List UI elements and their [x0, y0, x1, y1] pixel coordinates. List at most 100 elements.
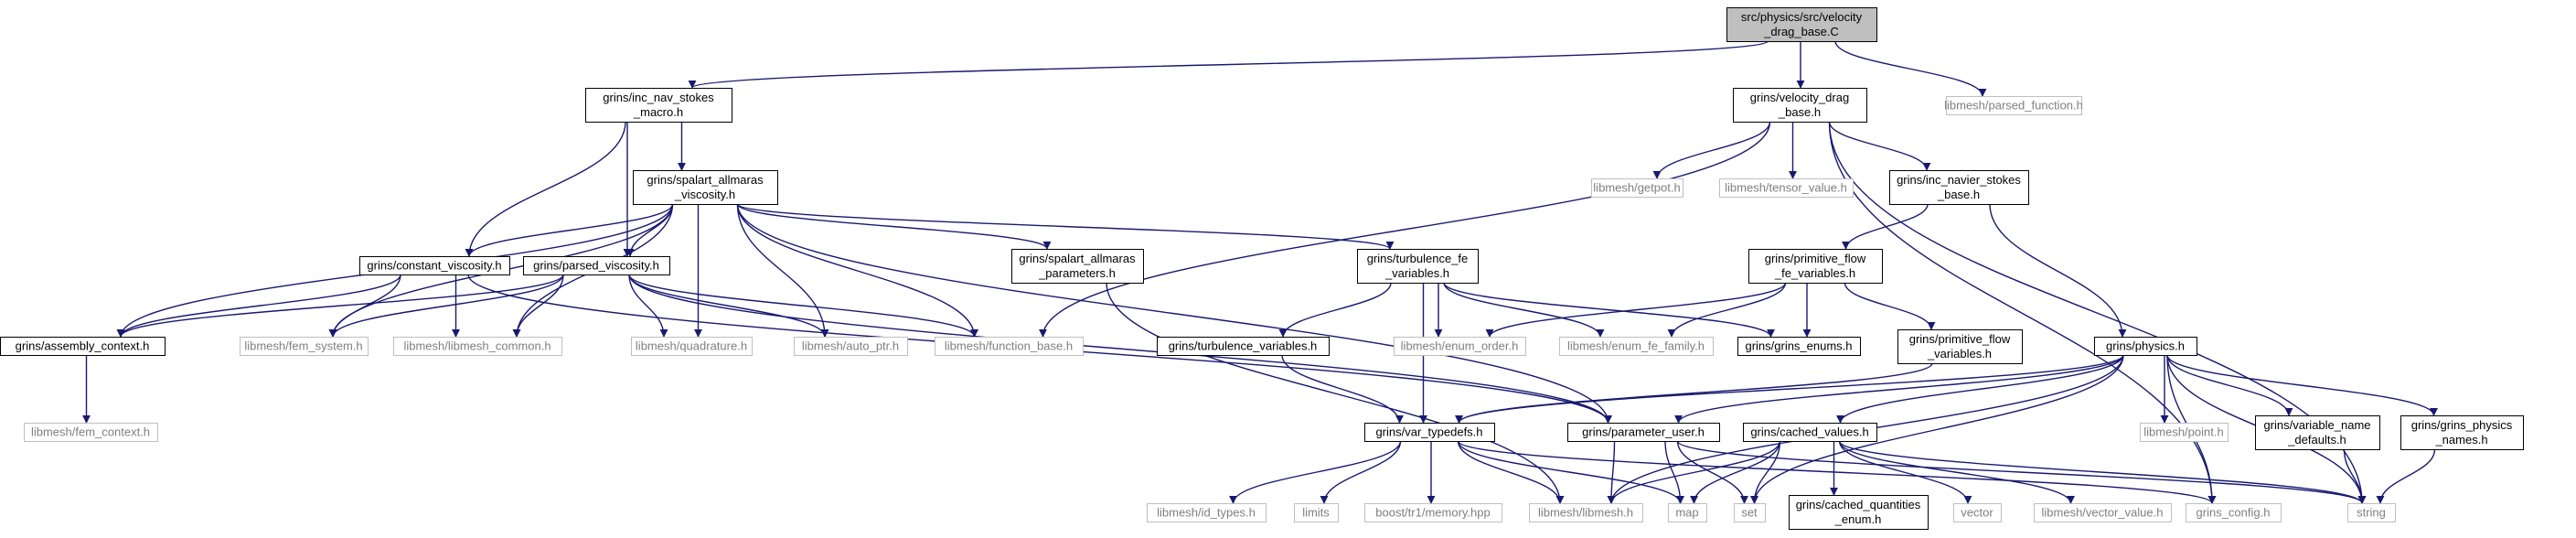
- edge-spalart_visc-to-auto_ptr: [736, 203, 829, 338]
- node-box: [1567, 423, 1720, 442]
- node-label: grins/primitive_flow: [1765, 252, 1866, 265]
- node-quadrature[interactable]: libmesh/quadrature.h: [631, 337, 753, 356]
- edge-physics-to-physics_names: [2166, 354, 2438, 416]
- edge-parameter_user-to-libmesh_h: [1607, 440, 1616, 504]
- node-grins-enums[interactable]: grins/grins_enums.h: [1737, 337, 1861, 356]
- node-box: [240, 337, 369, 356]
- node-label: grins/spalart_allmaras: [1019, 252, 1136, 265]
- edge-prim_flow_fe-to-prim_flow_vars: [1844, 282, 1936, 330]
- node-limits[interactable]: limits: [1294, 503, 1339, 522]
- node-label: grins/cached_values.h: [1750, 425, 1868, 439]
- node-label: limits: [1302, 506, 1330, 520]
- node-box: [393, 337, 562, 356]
- node-label: libmesh/enum_order.h: [1401, 339, 1519, 353]
- node-label: string: [2357, 506, 2386, 520]
- edge-inc_navier_base-to-physics: [1989, 203, 2127, 338]
- node-enum-fe-family[interactable]: libmesh/enum_fe_family.h: [1559, 337, 1714, 356]
- node-box: [2034, 503, 2172, 522]
- node-box: [1946, 96, 2082, 115]
- edge-cached_values-to-vector: [1838, 440, 1972, 504]
- node-string[interactable]: string: [2347, 503, 2396, 522]
- node-parsed-function[interactable]: libmesh/parsed_function.h: [1944, 96, 2083, 115]
- node-box: [1668, 503, 1707, 522]
- node-libmesh-h[interactable]: libmesh/libmesh.h: [1529, 503, 1643, 522]
- node-label: grins_config.h: [2197, 506, 2271, 520]
- node-box: [359, 256, 510, 275]
- edge-velocity_drag-to-inc_navier_base: [1828, 121, 1931, 171]
- node-fem-system[interactable]: libmesh/fem_system.h: [240, 337, 369, 356]
- node-libmesh-common[interactable]: libmesh/libmesh_common.h: [393, 337, 562, 356]
- node-parsed-visc[interactable]: grins/parsed_viscosity.h: [523, 256, 670, 275]
- node-label: grins/turbulence_fe: [1367, 252, 1469, 265]
- node-label: _names.h: [2434, 433, 2487, 447]
- node-set[interactable]: set: [1734, 503, 1766, 522]
- node-velocity-drag[interactable]: grins/velocity_drag_base.h: [1733, 88, 1867, 123]
- edge-cached_values-to-libmesh_h: [1607, 440, 1781, 504]
- node-label: libmesh/auto_ptr.h: [802, 339, 899, 353]
- node-label: grins/cached_quantities: [1796, 498, 1921, 511]
- node-label: grins/spalart_allmaras: [647, 173, 764, 187]
- node-label: grins/variable_name: [2263, 418, 2370, 432]
- node-label: _base.h: [1937, 188, 1980, 201]
- node-turb-fe-vars[interactable]: grins/turbulence_fe_variables.h: [1357, 249, 1479, 284]
- node-label: _parameters.h: [1038, 266, 1116, 280]
- node-box: [935, 337, 1084, 356]
- node-box: [1743, 423, 1877, 442]
- node-label: libmesh/fem_context.h: [31, 425, 150, 439]
- node-physics[interactable]: grins/physics.h: [2094, 337, 2197, 356]
- node-box: [1357, 249, 1479, 284]
- node-map[interactable]: map: [1668, 503, 1707, 522]
- node-constant-visc[interactable]: grins/constant_viscosity.h: [359, 256, 510, 275]
- edge-parameter_user-to-string: [1676, 440, 2367, 504]
- node-spalart-params[interactable]: grins/spalart_allmaras_parameters.h: [1011, 249, 1144, 284]
- node-turb-vars[interactable]: grins/turbulence_variables.h: [1157, 337, 1330, 356]
- node-box: [2140, 423, 2229, 442]
- node-parameter-user[interactable]: grins/parameter_user.h: [1567, 423, 1720, 442]
- node-label: _defaults.h: [2287, 433, 2346, 447]
- edge-physics-to-parameter_user: [1674, 354, 2124, 424]
- node-grins-config[interactable]: grins_config.h: [2186, 503, 2282, 522]
- node-spalart-visc[interactable]: grins/spalart_allmaras_viscosity.h: [633, 170, 778, 205]
- node-box: [2186, 503, 2282, 522]
- node-enum-order[interactable]: libmesh/enum_order.h: [1394, 337, 1526, 356]
- node-inc-nav-macro[interactable]: grins/inc_nav_stokes_macro.h: [585, 88, 732, 123]
- node-cached-qty-enum[interactable]: grins/cached_quantities_enum.h: [1789, 495, 1929, 530]
- node-auto-ptr[interactable]: libmesh/auto_ptr.h: [794, 337, 908, 356]
- edge-cached_values-to-set: [1750, 440, 1781, 504]
- node-label: libmesh/quadrature.h: [636, 339, 747, 353]
- node-cached-values[interactable]: grins/cached_values.h: [1743, 423, 1877, 442]
- edge-cached_values-to-vector_value: [1838, 440, 2075, 504]
- node-box: [1726, 7, 1877, 42]
- node-memory-hpp[interactable]: boost/tr1/memory.hpp: [1364, 503, 1502, 522]
- node-getpot[interactable]: libmesh/getpot.h: [1591, 178, 1683, 198]
- edge-constant_visc-to-assembly_ctx: [116, 274, 401, 338]
- node-id-types[interactable]: libmesh/id_types.h: [1147, 503, 1267, 522]
- node-box: [1733, 88, 1867, 123]
- node-box: [631, 337, 753, 356]
- node-prim-flow-vars[interactable]: grins/primitive_flow_variables.h: [1897, 329, 2023, 364]
- node-function-base[interactable]: libmesh/function_base.h: [935, 337, 1084, 356]
- edge-parameter_user-to-map: [1664, 440, 1684, 504]
- node-prim-flow-fe[interactable]: grins/primitive_flow_fe_variables.h: [1748, 249, 1883, 284]
- node-var-typedefs[interactable]: grins/var_typedefs.h: [1364, 423, 1495, 442]
- node-tensor-value[interactable]: libmesh/tensor_value.h: [1719, 178, 1854, 198]
- node-box: [1157, 337, 1330, 356]
- node-vector-value[interactable]: libmesh/vector_value.h: [2034, 503, 2172, 522]
- node-label: libmesh/vector_value.h: [2042, 506, 2164, 520]
- node-box: [1559, 337, 1714, 356]
- edge-parsed_visc-to-parameter_user: [628, 274, 1612, 424]
- node-fem-context[interactable]: libmesh/fem_context.h: [24, 423, 158, 442]
- nodes-layer: src/physics/src/velocity_drag_base.Cgrin…: [0, 7, 2524, 530]
- edge-spalart_visc-to-turb_fe_vars: [736, 203, 1395, 250]
- edge-spalart_params-to-libmesh_h: [1106, 282, 1565, 504]
- node-var-name-defaults[interactable]: grins/variable_name_defaults.h: [2255, 415, 2380, 450]
- node-label: grins/parsed_viscosity.h: [533, 259, 659, 273]
- node-physics-names[interactable]: grins/grins_physics_names.h: [2400, 415, 2524, 450]
- node-box: [1734, 503, 1766, 522]
- edge-parameter_user-to-set: [1676, 440, 1748, 504]
- node-inc-navier-base[interactable]: grins/inc_navier_stokes_base.h: [1889, 170, 2029, 205]
- node-assembly-ctx[interactable]: grins/assembly_context.h: [0, 337, 166, 356]
- node-vector[interactable]: vector: [1953, 503, 2002, 522]
- node-point[interactable]: libmesh/point.h: [2140, 423, 2229, 442]
